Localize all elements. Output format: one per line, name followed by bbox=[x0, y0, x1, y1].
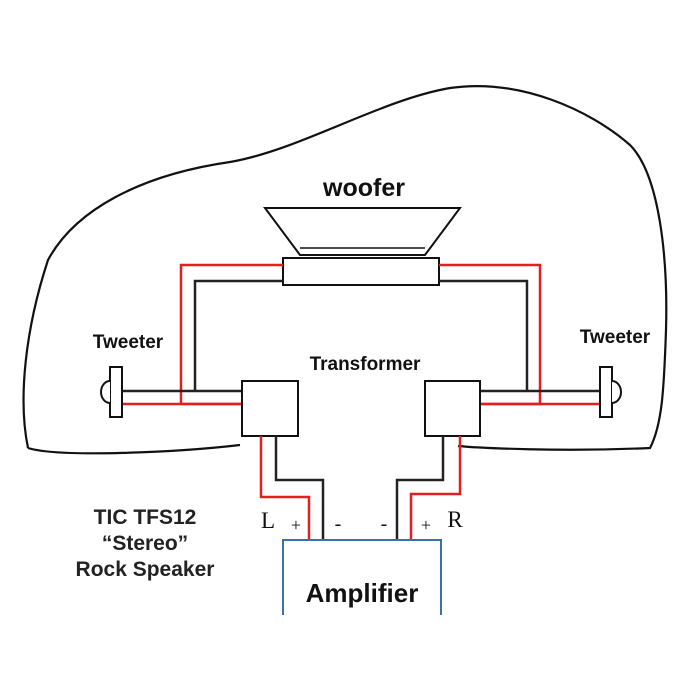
woofer-negative-wire-left bbox=[193, 279, 283, 391]
woofer-magnet bbox=[282, 257, 440, 286]
right-positive-wire bbox=[409, 436, 462, 540]
right-minus-label: - bbox=[381, 513, 388, 535]
right-plus-label: + bbox=[421, 515, 431, 535]
tweeter-right-plate bbox=[599, 366, 613, 418]
rock-outline bbox=[22, 85, 668, 455]
amplifier-box bbox=[282, 539, 442, 615]
tweeter-left-dome bbox=[100, 380, 111, 404]
transformer-left bbox=[241, 380, 299, 437]
tweeter-right bbox=[599, 366, 622, 418]
tweeter-right-dome bbox=[611, 380, 622, 404]
tweeter-left bbox=[100, 366, 123, 418]
left-positive-wire bbox=[259, 436, 311, 540]
caption-model: TIC TFS12 bbox=[93, 506, 197, 529]
right-channel-label: R bbox=[447, 507, 463, 532]
caption-type: “Stereo” bbox=[101, 532, 189, 555]
right-negative-wire bbox=[395, 436, 445, 540]
woofer-label: woofer bbox=[322, 174, 405, 202]
left-minus-label: - bbox=[335, 513, 342, 535]
woofer bbox=[263, 207, 462, 286]
transformer-right bbox=[424, 380, 481, 437]
woofer-negative-wire-right bbox=[439, 279, 529, 391]
transformer-label: Transformer bbox=[310, 354, 421, 375]
left-negative-wire bbox=[274, 436, 325, 540]
left-plus-label: + bbox=[291, 515, 301, 535]
tweeter-left-plate bbox=[109, 366, 123, 418]
product-caption: TIC TFS12 “Stereo” Rock Speaker bbox=[40, 505, 250, 583]
woofer-cone bbox=[263, 207, 462, 256]
tweeter-left-label: Tweeter bbox=[93, 332, 164, 353]
tweeter-right-label: Tweeter bbox=[580, 327, 651, 348]
caption-product: Rock Speaker bbox=[75, 558, 215, 581]
amplifier-label: Amplifier bbox=[306, 578, 419, 608]
left-channel-label: L bbox=[261, 508, 275, 533]
